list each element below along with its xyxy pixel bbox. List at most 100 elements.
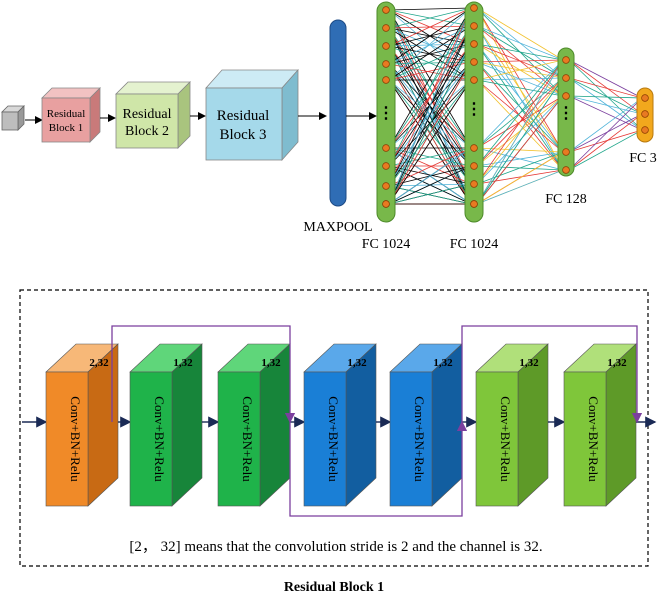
skip-connection-line [111,325,296,424]
fc-connection-line [568,77,643,131]
neuron [470,76,478,84]
fc-connection-line [476,151,564,205]
residual-block-3: Residual Block 3 [205,68,299,162]
skip-connections [111,325,643,517]
fc-connection-line [388,183,472,205]
conv-layer-label: Conv+BN+Relu [498,396,513,482]
fc-connection-line [388,165,472,205]
conv-front-face [45,371,89,507]
fc-connection-line [476,151,564,167]
skip-connection-line [289,420,468,517]
fc-connection-line [388,9,472,149]
residual-block-detail-frame [19,289,649,567]
fc-layer-bar [464,1,484,223]
fc-connection-line [388,79,472,185]
conv-param-label: 1,32 [347,357,367,369]
fc-connection-line [476,77,564,185]
fc-layer-label: FC 128 [545,192,587,207]
fc-layer-4: FC 3 [629,87,657,166]
conv-layer-label: Conv+BN+Relu [586,396,601,482]
fc-connection-line [476,43,564,61]
fc-connection-line [568,59,643,99]
fc-connection-line [476,59,564,149]
fc-connection-line [388,25,472,167]
fc-connection-line [388,25,472,65]
conv-front-face [563,371,607,507]
neuron [562,148,570,156]
fc-connection-line [568,129,643,171]
fc-connection-line [568,113,643,153]
fc-connection-line [476,59,564,63]
neuron [641,110,649,118]
neuron [382,162,390,170]
fc-layer-3: ⋮FC 128 [545,47,587,207]
neuron-ellipsis: ⋮ [378,105,394,122]
block3-line1: Residual [217,108,270,124]
fc-connection-line [476,79,564,153]
conv-front-face [129,371,173,507]
conv-front-face [475,371,519,507]
conv-layer-label: Conv+BN+Relu [68,396,83,482]
fc-layer-bar [557,47,575,177]
input-cube [1,105,25,131]
stride-note: [2， 32] means that the convolution strid… [129,539,542,555]
residual-block-caption: Residual Block 1 [284,580,384,595]
neuron [562,92,570,100]
conv-front-face [217,371,261,507]
conv-param-label: 2,32 [89,357,109,369]
fc-connection-line [388,165,472,185]
conv-layer-label: Conv+BN+Relu [152,396,167,482]
neuron [470,40,478,48]
fc-connection-line [476,7,564,61]
fc-layer-label: FC 1024 [450,237,499,252]
fc-connection-line [388,43,472,65]
conv-blocks: 2,32Conv+BN+Relu1,32Conv+BN+Relu1,32Conv… [22,343,657,507]
fc-layer-bar [376,1,396,223]
neuron [382,200,390,208]
neuron [382,24,390,32]
fc-connection-line [568,95,643,99]
fc-connections [388,7,643,205]
fc-connection-line [476,151,564,185]
fc-connection-line [568,95,643,115]
fc-connection-line [568,59,643,115]
fc-connection-line [476,95,564,205]
neuron [562,74,570,82]
fc-connection-line [476,169,564,205]
fc-connection-line [476,59,564,81]
block2-line2: Block 2 [125,124,169,139]
conv-param-label: 1,32 [173,357,193,369]
fc-connection-line [388,27,472,149]
fc-connection-line [388,63,472,81]
fc-connection-line [388,147,472,205]
block3-line2: Block 3 [219,127,266,143]
neuron [470,4,478,12]
neuron [470,200,478,208]
fc-connection-line [476,59,564,167]
fc-connection-line [388,7,472,149]
fc-connection-line [476,59,564,205]
block1-line2: Block 1 [49,122,84,134]
fc-connection-line [476,77,564,205]
fc-connection-line [388,185,472,205]
fc-connection-line [476,77,564,81]
neuron [562,56,570,64]
fc-connection-line [568,129,643,153]
block2-line1: Residual [123,107,172,122]
neuron [470,180,478,188]
fc-connection-line [388,43,472,205]
residual-block-2: Residual Block 2 [115,81,191,149]
fc-connection-line [476,59,564,185]
fc-connection-line [388,7,472,167]
neuron [470,22,478,30]
fc-connection-line [388,7,472,29]
fc-connection-line [568,95,643,131]
fc-connection-line [388,79,472,205]
fc-connection-line [568,97,643,171]
